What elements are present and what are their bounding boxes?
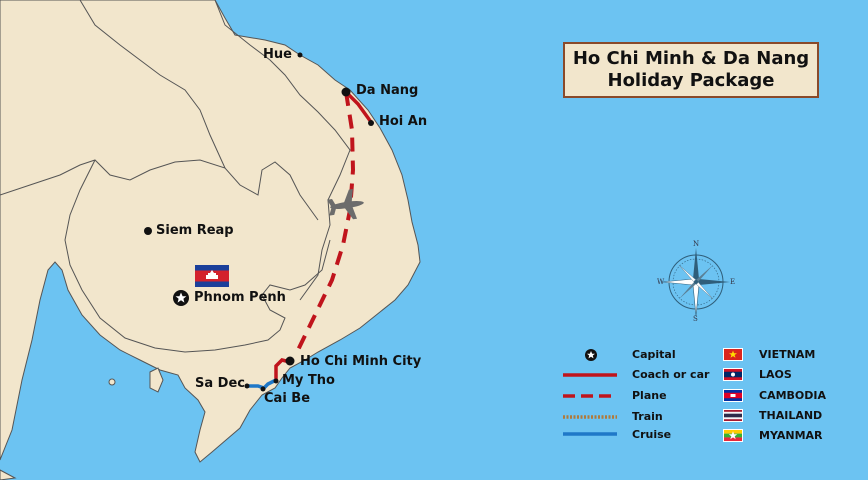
- country-thailand: THAILAND: [759, 409, 823, 422]
- city-label-da-nang: Da Nang: [356, 83, 419, 98]
- compass-e: E: [730, 278, 736, 286]
- legend-plane-label: Plane: [632, 389, 667, 402]
- city-label-cai-be: Cai Be: [264, 391, 311, 406]
- city-label-hcmc: Ho Chi Minh City: [300, 354, 422, 369]
- compass-s: S: [693, 315, 698, 323]
- city-label-phnom-penh: Phnom Penh: [194, 290, 286, 305]
- compass-n: N: [693, 240, 700, 248]
- country-cambodia: CAMBODIA: [759, 389, 827, 402]
- country-myanmar: MYANMAR: [759, 429, 823, 442]
- marker-my-tho: [273, 378, 279, 384]
- vietnam-flag-icon: [723, 348, 743, 361]
- myanmar-flag-icon: [723, 429, 743, 442]
- marker-sa-dec: [244, 383, 250, 389]
- city-label-hoi-an: Hoi An: [379, 114, 428, 129]
- cambodia-flag-icon: [195, 265, 229, 287]
- legend-cruise-label: Cruise: [632, 428, 672, 441]
- route-coach-danang-hoian: [344, 90, 373, 124]
- city-label-siem-reap: Siem Reap: [156, 223, 234, 238]
- land-southwest: [0, 469, 17, 480]
- laos-flag-icon: [723, 368, 743, 381]
- cambodia-legend-flag-icon: [723, 389, 743, 402]
- compass-w: W: [657, 278, 665, 286]
- legend-train-label: Train: [632, 410, 663, 423]
- island-phu-quoc: [149, 367, 164, 393]
- marker-cai-be: [260, 386, 266, 392]
- border-cambodia: [64, 159, 331, 353]
- capital-star-icon: [173, 290, 189, 306]
- border-north: [79, 0, 226, 169]
- country-laos: LAOS: [759, 368, 792, 381]
- country-vietnam: VIETNAM: [759, 348, 816, 361]
- island-small: [108, 378, 116, 386]
- marker-siem-reap: [144, 227, 152, 235]
- compass-rose-icon: [661, 248, 730, 317]
- marker-hcmc: [285, 356, 295, 366]
- thailand-flag-icon: [723, 409, 743, 422]
- border-laos-vietnam: [214, 0, 351, 301]
- plane-icon: [327, 189, 364, 220]
- legend-capital-icon: [585, 349, 597, 361]
- legend-capital-label: Capital: [632, 348, 676, 361]
- marker-hoi-an: [368, 120, 374, 126]
- city-label-sa-dec: Sa Dec: [195, 376, 245, 391]
- city-label-hue: Hue: [263, 47, 292, 62]
- map-title: Ho Chi Minh & Da Nang Holiday Package: [563, 42, 819, 98]
- marker-da-nang: [341, 87, 351, 97]
- border-thailand-laos: [0, 159, 319, 221]
- city-label-my-tho: My Tho: [282, 373, 335, 388]
- marker-hue: [297, 52, 303, 58]
- legend-coach-label: Coach or car: [632, 368, 710, 381]
